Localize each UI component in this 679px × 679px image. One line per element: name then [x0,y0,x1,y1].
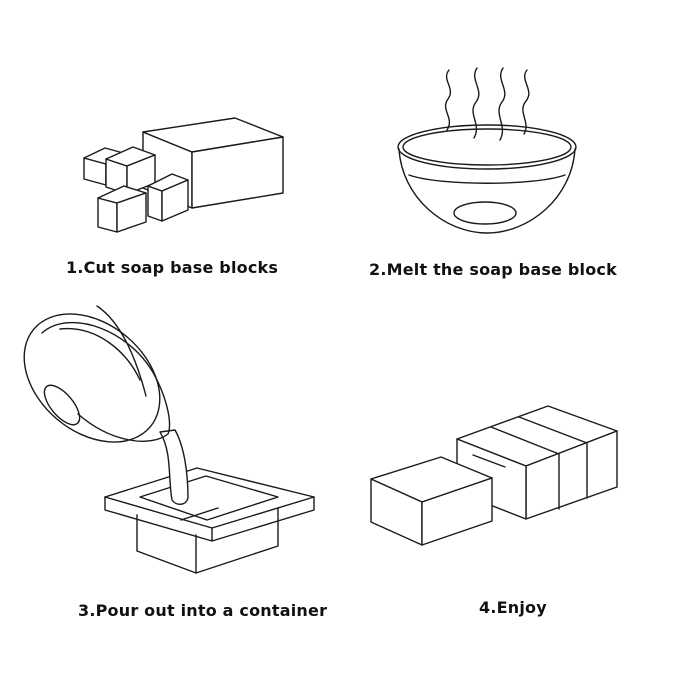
step-4-caption: 4.Enjoy [479,598,547,617]
pour-stream [159,429,189,505]
step-3-caption: 3.Pour out into a container [78,601,328,620]
steam-icon [444,67,530,141]
step-1-caption: 1.Cut soap base blocks [66,258,279,277]
small-cube [147,173,189,222]
single-soap-bar [370,456,493,546]
tilted-bowl-icon [23,305,171,443]
small-cube [97,185,147,233]
small-cube [105,146,156,195]
container-icon [104,467,315,574]
bowl-icon [397,124,577,234]
step-2-caption: 2.Melt the soap base block [369,260,617,279]
